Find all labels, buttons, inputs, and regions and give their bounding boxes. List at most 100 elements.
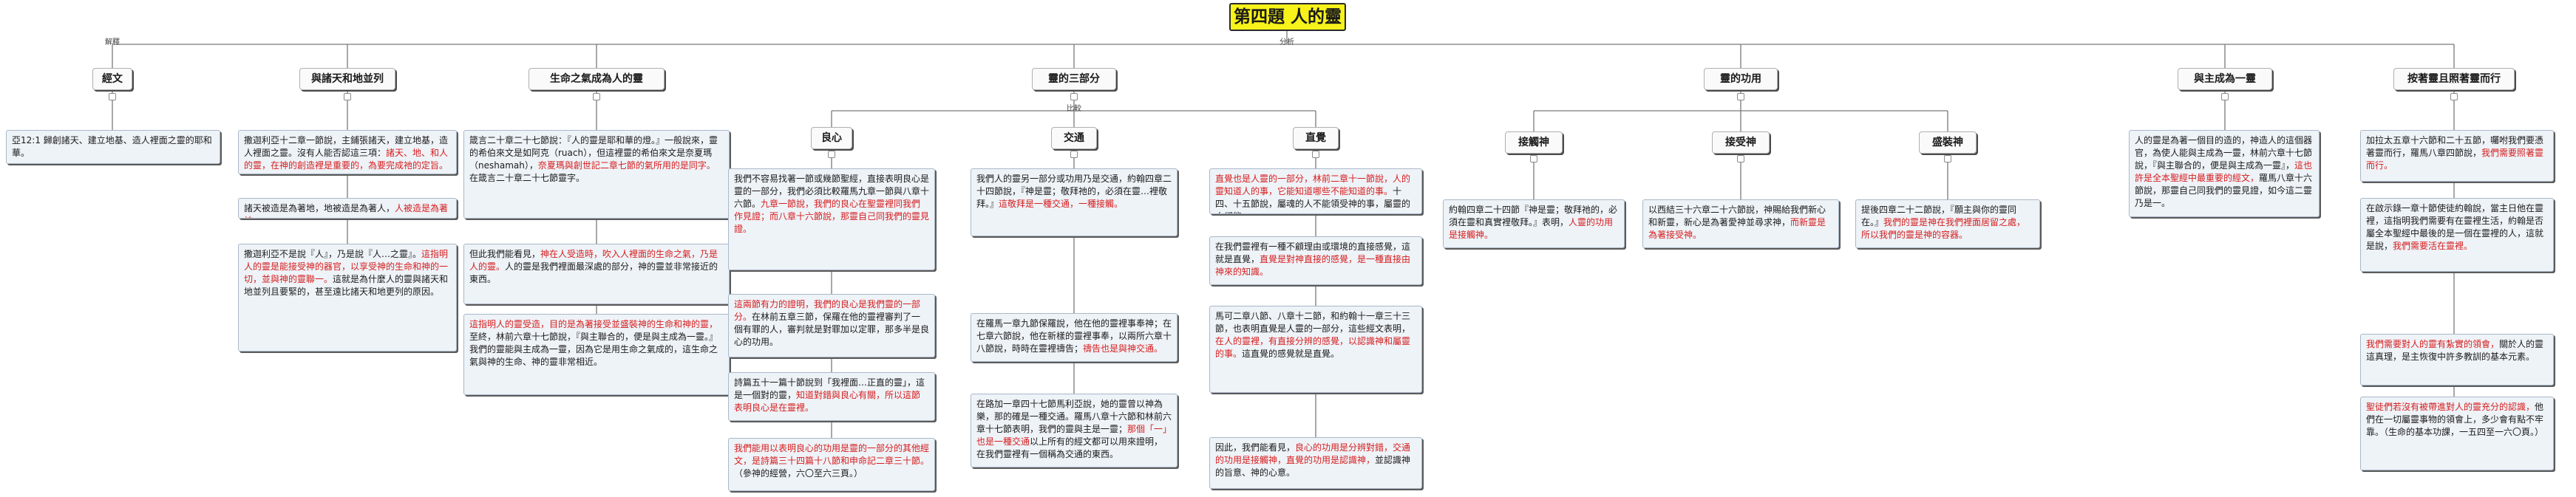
expand-toggle[interactable] xyxy=(2221,93,2229,100)
note-text: 這直覺的感覺就是直覺。 xyxy=(1242,349,1340,359)
highlighted-text: 奈夏瑪與創世記二章七節的氣所用的是同字。 xyxy=(537,160,716,171)
note-text: 馬可二章八節、八章十二節，和約翰十一章三十三節，也表明直覺是人靈的一部分，這些經… xyxy=(1215,311,1411,334)
note-text: 羅馬八章十六節說，那靈自己同我們的靈見證，如今這二靈乃是一。 xyxy=(2135,173,2313,208)
highlighted-text: 我們需要活在靈裡。 xyxy=(2393,241,2473,251)
expand-toggle[interactable] xyxy=(1070,151,1078,158)
note-text: 撒迦利亞十二章一節說，主鋪張諸天，建立地基，造人裡面之靈。沒有人能否認這三項： xyxy=(244,135,449,158)
note-text: 並認識神的旨意、神的心意。 xyxy=(1215,455,1411,478)
note-card[interactable]: 提後四章二十二節說，『願主與你的靈同在。』我們的靈是神在我們裡面居留之處，所以我… xyxy=(1855,199,2040,248)
note-text: 至終，林前六章十七節說，『與主聯合的，便是與主成為一靈。』我們的靈能與主成為一靈… xyxy=(469,332,718,367)
note-card[interactable]: 約翰四章二十四節『神是靈；敬拜祂的，必須在靈和真實裡敬拜。』表明，人靈的功用是接… xyxy=(1443,199,1625,248)
note-card[interactable]: 詩篇五十一篇十節說到「我裡面…正直的靈」，這是一個對的靈，知道對錯與良心有關，所… xyxy=(728,372,935,421)
expand-toggle[interactable] xyxy=(2450,93,2458,100)
note-card[interactable]: 撒迦利亞十二章一節說，主鋪張諸天，建立地基，造人裡面之靈。沒有人能否認這三項：諸… xyxy=(238,130,457,174)
branch-breath-of-life[interactable]: 生命之氣成為人的靈 xyxy=(529,68,665,90)
highlighted-text: 我們需要對人的靈有紮實的領會， xyxy=(2366,339,2500,349)
expand-toggle[interactable] xyxy=(828,151,835,158)
note-text: 以西結三十六章二十六節說，神賜給我們新心和新靈，新心是為著愛神並尋求神， xyxy=(1648,205,1826,227)
highlighted-text: 良心的功用是分辨對錯，交通的功用是接觸神，直覺的功用是認識神， xyxy=(1215,442,1411,465)
note-card[interactable]: 亞12:1 歸創諸天、建立地基、造人裡面之靈的耶和華。 xyxy=(6,130,220,164)
note-text: 但此我們能看見， xyxy=(469,249,541,259)
note-text: 在林前五章三節，保羅在他的靈裡審判了一個有罪的人，審判就是對罪加以定罪，那多半是… xyxy=(734,312,930,347)
sub-intuition[interactable]: 直覺 xyxy=(1293,127,1339,149)
expand-toggle[interactable] xyxy=(1737,155,1744,162)
highlighted-text: 而新靈是為著接受神。 xyxy=(1648,217,1826,240)
note-card[interactable]: 以西結三十六章二十六節說，神賜給我們新心和新靈，新心是為著愛神並尋求神，而新靈是… xyxy=(1642,199,1839,248)
note-text: 亞12:1 歸創諸天、建立地基、造人裡面之靈的耶和華。 xyxy=(12,135,212,158)
note-card[interactable]: 在我們靈裡有一種不顧理由或環境的直接感覺，這就是直覺，直覺是對神直接的感覺，是一… xyxy=(1209,236,1422,285)
label-analysis: 分析 xyxy=(1279,38,1294,47)
highlighted-text: 這也許是全本聖經中最重要的經文， xyxy=(2135,160,2313,183)
note-card[interactable]: 直覺也是人靈的一部分，林前二章十一節說，人的靈知道人的事，它能知道哪些不能知道的… xyxy=(1209,168,1422,214)
highlighted-text: 禱告也是與神交通。 xyxy=(1083,343,1163,354)
note-text: 關於人的靈這真理，是主恢復中許多教訓的基本元素。 xyxy=(2366,339,2544,362)
expand-toggle[interactable] xyxy=(1737,93,1744,100)
note-text: 因此，我們能看見， xyxy=(1215,442,1296,453)
sub-receive-god[interactable]: 接受神 xyxy=(1712,131,1770,154)
note-card[interactable]: 我們不容易找著一節或幾節聖經，直接表明良心是靈的一部分，我們必須比較羅馬九章一節… xyxy=(728,168,935,270)
highlighted-text: 諸天、地、和人的靈，在神的創造裡是重要的，為要完成祂的定旨。 xyxy=(244,148,449,171)
branch-parallel-heaven-earth[interactable]: 與諸天和地並列 xyxy=(299,68,395,90)
sub-fellowship[interactable]: 交通 xyxy=(1051,127,1097,149)
central-title[interactable]: 第四題 人的靈 xyxy=(1229,3,1346,31)
note-text: 諸天被造是為著地，地被造是為著人， xyxy=(244,203,395,213)
highlighted-text: 直覺也是人靈的一部分，林前二章十一節說，人的靈知道人的事，它能知道哪些不能知道的… xyxy=(1215,174,1411,196)
note-text: 約翰四章二十四節『神是靈；敬拜祂的，必須在靈和真實裡敬拜。』表明， xyxy=(1449,205,1618,227)
label-explain: 解釋 xyxy=(105,38,120,47)
highlighted-text: 我們能用以表明良心的功用是靈的一部分的其他經文，是詩篇三十四篇十八節和申命記二章… xyxy=(734,443,930,466)
note-text: 我們人的靈另一部分或功用乃是交通，約翰四章二十四節說，『神是靈；敬拜祂的，必須在… xyxy=(976,174,1172,209)
note-card[interactable]: 在路加一章四十七節馬利亞說，她的靈曾以神為樂，那的確是一種交通。羅馬八章十六節和… xyxy=(971,394,1177,467)
highlighted-text: 人被造是為著神。 xyxy=(244,203,449,218)
note-card[interactable]: 馬可二章八節、八章十二節，和約翰十一章三十三節，也表明直覺是人靈的一部分，這些經… xyxy=(1209,306,1422,393)
note-text: 在啟示錄一章十節使徒約翰說，當主日他在靈裡，這指明我們需要有在靈裡生活，約翰是否… xyxy=(2366,203,2544,251)
branch-walk-by-spirit[interactable]: 按著靈且照著靈而行 xyxy=(2393,68,2515,90)
note-card[interactable]: 但此我們能看見，神在人受造時，吹入人裡面的生命之氣，乃是人的靈。人的靈是我們裡面… xyxy=(463,244,730,304)
note-card[interactable]: 諸天被造是為著地，地被造是為著人，人被造是為著神。 xyxy=(238,198,457,219)
expand-toggle[interactable] xyxy=(593,93,600,100)
label-compare: 比較 xyxy=(1067,105,1081,113)
branch-functions[interactable]: 靈的功用 xyxy=(1704,68,1778,90)
note-text: 他們在一切屬靈事物的領會上，多少會有點不牢靠。（生命的基本功課，一五四至一六〇頁… xyxy=(2366,402,2544,437)
highlighted-text: 我們需要照著靈而行。 xyxy=(2366,148,2544,171)
note-text: 人的靈是為著一個目的造的，神造人的這個器官，為使人能與主成為一靈，林前六章十七節… xyxy=(2135,135,2313,171)
expand-toggle[interactable] xyxy=(1944,155,1951,162)
highlighted-text: 那個「一」也是一種交通 xyxy=(976,424,1168,447)
note-card[interactable]: 人的靈是為著一個目的造的，神造人的這個器官，為使人能與主成為一靈，林前六章十七節… xyxy=(2129,130,2320,217)
highlighted-text: 我們的靈是神在我們裡面居留之處，所以我們的靈是神的容器。 xyxy=(1861,217,2026,240)
sub-conscience[interactable]: 良心 xyxy=(811,127,852,149)
note-card[interactable]: 加拉太五章十六節和二十五節，囑咐我們要憑著靈而行，羅馬八章四節說，我們需要照著靈… xyxy=(2360,130,2554,182)
note-card[interactable]: 在羅馬一章九節保羅說，他在他的靈裡事奉神；在七章六節說，他在新樣的靈裡事奉，以兩… xyxy=(971,313,1177,362)
expand-toggle[interactable] xyxy=(344,93,351,100)
note-text: 在箴言二十章二十七節靈字。 xyxy=(469,173,585,183)
highlighted-text: 這敬拜是一種交通，一種接觸。 xyxy=(999,199,1124,209)
note-text: 在羅馬一章九節保羅說，他在他的靈裡事奉神；在七章六節說，他在新樣的靈裡事奉，以兩… xyxy=(976,318,1172,354)
expand-toggle[interactable] xyxy=(1070,93,1078,100)
expand-toggle[interactable] xyxy=(1530,155,1537,162)
note-card[interactable]: 在啟示錄一章十節使徒約翰說，當主日他在靈裡，這指明我們需要有在靈裡生活，約翰是否… xyxy=(2360,198,2554,272)
sub-contain-god[interactable]: 盛裝神 xyxy=(1919,131,1977,154)
sub-contact-god[interactable]: 接觸神 xyxy=(1505,131,1563,154)
note-card[interactable]: 我們能用以表明良心的功用是靈的一部分的其他經文，是詩篇三十四篇十八節和申命記二章… xyxy=(728,438,935,491)
highlighted-text: 直覺是對神直接的感覺，是一種直接由神來的知識。 xyxy=(1215,254,1411,277)
highlighted-text: 神在人受造時，吹入人裡面的生命之氣，乃是人的靈。 xyxy=(469,249,718,272)
branch-three-parts[interactable]: 靈的三部分 xyxy=(1032,68,1116,90)
expand-toggle[interactable] xyxy=(109,93,116,100)
note-card[interactable]: 我們需要對人的靈有紮實的領會，關於人的靈這真理，是主恢復中許多教訓的基本元素。 xyxy=(2360,334,2554,385)
note-card[interactable]: 我們人的靈另一部分或功用乃是交通，約翰四章二十四節說，『神是靈；敬拜祂的，必須在… xyxy=(971,168,1177,236)
branch-one-spirit[interactable]: 與主成為一靈 xyxy=(2178,68,2272,90)
note-card[interactable]: 撒迦利亞不是說『人』，乃是說『人…之靈』。這指明人的靈是能接受神的器官，以享受神… xyxy=(238,244,457,352)
note-card[interactable]: 這指明人的靈受造，目的是為著接受並盛裝神的生命和神的靈，至終，林前六章十七節說，… xyxy=(463,314,730,395)
note-text: 人的靈是我們裡面最深處的部分，神的靈並非常接近的東西。 xyxy=(469,261,718,284)
note-card[interactable]: 箴言二十章二十七節說：『人的靈是耶和華的燈。』一般說來，靈的希伯來文是如阿克（r… xyxy=(463,130,730,219)
note-text: 我們不容易找著一節或幾節聖經，直接表明良心是靈的一部分，我們必須比較羅馬九章一節… xyxy=(734,174,930,209)
note-text: 詩篇五十一篇十節說到「我裡面…正直的靈」，這是一個對的靈， xyxy=(734,377,925,400)
branch-scripture[interactable]: 經文 xyxy=(92,68,132,90)
expand-toggle[interactable] xyxy=(1312,151,1319,158)
highlighted-text: 在人的靈裡，有直接分辨的感覺，以認識神和屬靈的事。 xyxy=(1215,336,1411,359)
note-card[interactable]: 聖徒們若沒有被帶進對人的靈充分的認識，他們在一切屬靈事物的領會上，多少會有點不牢… xyxy=(2360,397,2554,470)
highlighted-text: 聖徒們若沒有被帶進對人的靈充分的認識， xyxy=(2366,402,2535,412)
note-card[interactable]: 因此，我們能看見，良心的功用是分辨對錯，交通的功用是接觸神，直覺的功用是認識神，… xyxy=(1209,437,1422,489)
highlighted-text: 這指明人的靈是能接受神的器官，以享受神的生命和神的一切，並與神的靈聯一。 xyxy=(244,249,449,284)
note-text: 以上所有的經文都可以用來證明，在我們靈裡有一個稱為交通的東西。 xyxy=(976,436,1163,459)
note-card[interactable]: 這兩節有力的證明，我們的良心是我們靈的一部分。在林前五章三節，保羅在他的靈裡審判… xyxy=(728,294,935,357)
